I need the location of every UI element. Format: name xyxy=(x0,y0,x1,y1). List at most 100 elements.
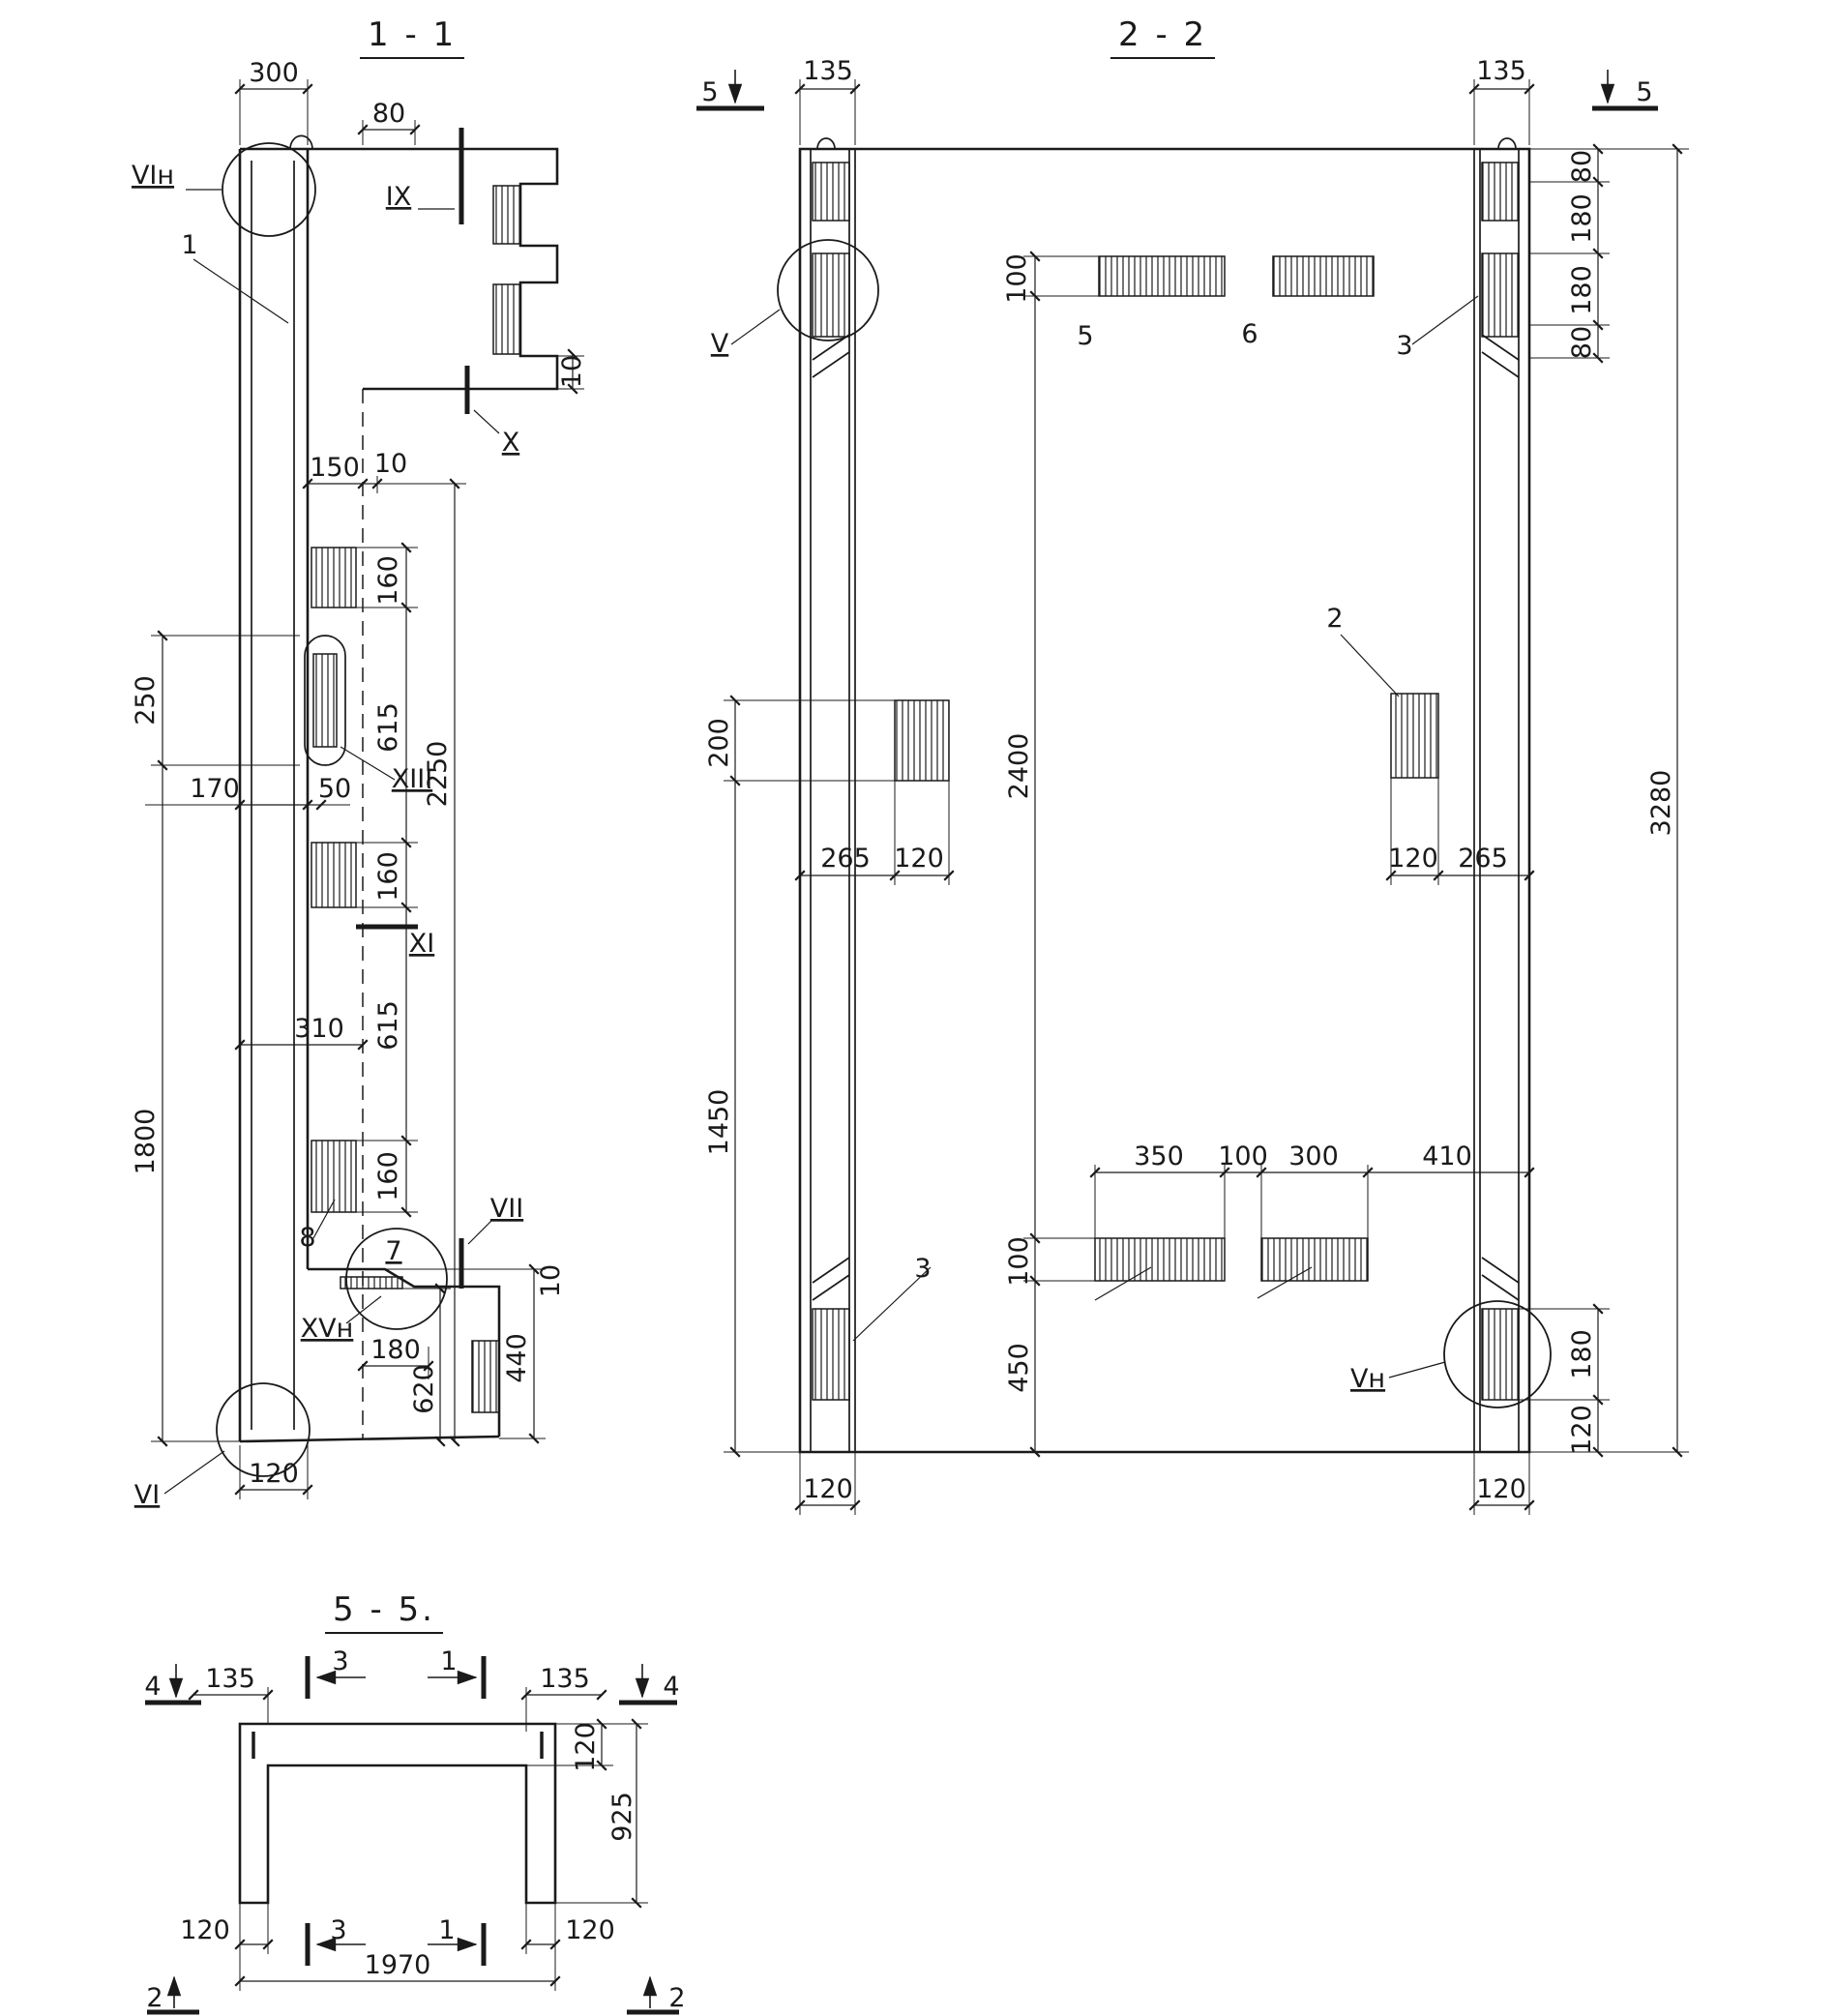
dim-300: 300 xyxy=(249,58,299,88)
view-label-x: X xyxy=(502,428,520,458)
detail-circle-7 xyxy=(345,1228,448,1330)
view-label-xv-n: XVн xyxy=(301,1314,354,1344)
embed-plate-field xyxy=(1094,1237,1226,1282)
cut-label-4-left: 4 xyxy=(144,1672,161,1702)
slot-outline-xiii xyxy=(304,635,346,766)
dim-100-top: 100 xyxy=(1002,253,1032,304)
dim-180-rt1: 180 xyxy=(1567,193,1597,244)
outline-1-1-top-rib xyxy=(240,147,559,391)
dim-80-top: 80 xyxy=(372,99,405,129)
dim-615-b: 615 xyxy=(373,1000,403,1051)
dim-2400: 2400 xyxy=(1004,733,1034,800)
detail-circle-vi-n xyxy=(222,142,316,237)
embed-plate-slot xyxy=(312,653,338,748)
dim-120-5bl: 120 xyxy=(180,1915,230,1945)
embed-plate-rib xyxy=(812,162,850,222)
cut-label-5-right: 5 xyxy=(1636,77,1652,107)
leader-lines xyxy=(163,189,1479,1495)
embed-plate-field xyxy=(1260,1237,1369,1282)
dim-100-bot-row: 100 xyxy=(1218,1141,1268,1171)
embed-plate-foot xyxy=(340,1276,403,1290)
detail-circle-v-n xyxy=(1443,1300,1552,1408)
view-label-xiii: XIII xyxy=(392,764,432,794)
view-label-vi-n-top: VIн xyxy=(132,161,174,191)
part-label-1: 1 xyxy=(181,230,197,260)
rib-diagonals-right xyxy=(1481,334,1520,1301)
embed-plate-rib xyxy=(1481,1308,1520,1401)
dim-120-rb: 120 xyxy=(1567,1405,1597,1455)
dim-160-c: 160 xyxy=(373,1151,403,1201)
embed-plate-field xyxy=(1272,255,1375,297)
dim-120-bot-left: 120 xyxy=(803,1474,853,1504)
view-label-vii: VII xyxy=(490,1194,523,1224)
dim-265-right: 265 xyxy=(1458,844,1508,874)
rib-diagonals-left xyxy=(812,334,850,1301)
secondary-lines xyxy=(251,134,1520,1452)
cut-label-2-left: 2 xyxy=(146,1983,163,2013)
dim-170: 170 xyxy=(190,774,240,804)
section-title-1-1: 1 - 1 xyxy=(360,15,465,59)
embed-plate-rib xyxy=(812,1308,850,1401)
dim-3280: 3280 xyxy=(1646,770,1676,837)
embed-plate-field xyxy=(894,699,950,782)
embed-plate-rib xyxy=(812,252,850,338)
dim-180-rt2: 180 xyxy=(1567,265,1597,315)
part-label-2: 2 xyxy=(1326,604,1343,634)
dim-10-top-right: 10 xyxy=(557,355,587,388)
dim-120-right: 120 xyxy=(1388,844,1438,874)
dim-450: 450 xyxy=(1004,1343,1034,1393)
dim-120-5br: 120 xyxy=(565,1915,615,1945)
outline-1-1-bottom xyxy=(239,1435,500,1443)
dim-160-a: 160 xyxy=(373,555,403,606)
detail-circles xyxy=(216,142,1552,1477)
dim-250: 250 xyxy=(131,675,161,726)
section-cut-bars xyxy=(145,105,1658,2015)
dim-620: 620 xyxy=(409,1364,439,1414)
dim-1800: 1800 xyxy=(131,1109,161,1175)
lifting-hook-2-2-left xyxy=(816,137,836,150)
embed-plate xyxy=(311,842,357,908)
dim-925: 925 xyxy=(607,1792,637,1842)
view-label-vi: VI xyxy=(134,1480,160,1510)
cut-label-1-top: 1 xyxy=(440,1646,457,1676)
view-label-ix: IX xyxy=(386,182,411,212)
dim-350: 350 xyxy=(1134,1141,1184,1171)
embed-plate-rib xyxy=(1481,252,1520,338)
lifting-hook-2-2-right xyxy=(1497,137,1517,150)
dim-135-5l: 135 xyxy=(205,1664,255,1694)
embed-plate-field xyxy=(1098,255,1226,297)
embed-plate xyxy=(492,283,521,355)
outline-1-1-foot xyxy=(308,1267,501,1437)
embed-plate xyxy=(311,1140,357,1213)
dim-410: 410 xyxy=(1422,1141,1472,1171)
dim-310: 310 xyxy=(294,1014,344,1044)
dim-180-foot: 180 xyxy=(370,1335,421,1365)
dim-135-5r: 135 xyxy=(540,1664,590,1694)
dim-615-a: 615 xyxy=(373,702,403,753)
dim-160-b: 160 xyxy=(373,851,403,902)
cut-label-3-bot: 3 xyxy=(330,1915,346,1945)
dim-180-rb: 180 xyxy=(1567,1329,1597,1379)
part-outlines xyxy=(238,147,1531,1905)
dim-1450: 1450 xyxy=(704,1089,734,1156)
detail-label-7: 7 xyxy=(385,1236,401,1266)
cut-label-1-bot: 1 xyxy=(438,1915,455,1945)
dim-135-right: 135 xyxy=(1476,56,1526,86)
dim-265-left: 265 xyxy=(820,844,871,874)
part-label-6: 6 xyxy=(1241,319,1258,349)
view-label-v-n: Vн xyxy=(1350,1364,1385,1394)
embed-plate xyxy=(492,185,521,245)
embed-plate-field xyxy=(1390,693,1439,779)
dim-2250: 2250 xyxy=(423,741,453,808)
dim-120-bot-right: 120 xyxy=(1476,1474,1526,1504)
dim-100-bot: 100 xyxy=(1004,1236,1034,1287)
dim-135-left: 135 xyxy=(803,56,853,86)
extension-lines xyxy=(145,79,1689,1991)
dim-120-left: 120 xyxy=(894,844,944,874)
dim-80-rt2: 80 xyxy=(1567,326,1597,359)
dim-10-foot: 10 xyxy=(536,1264,566,1297)
lifting-hook-1-1 xyxy=(289,134,313,150)
